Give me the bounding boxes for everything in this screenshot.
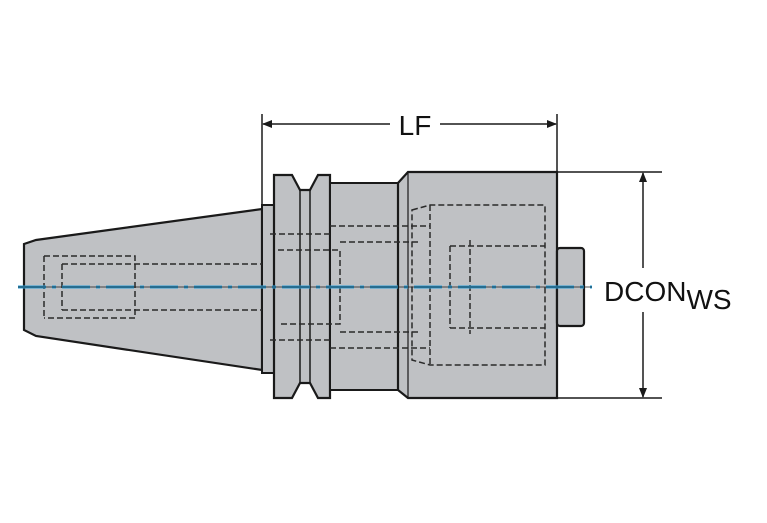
- dcon-label-main: DCON: [604, 276, 686, 307]
- taper-shank: [22, 207, 264, 372]
- dcon-label-sub: WS: [686, 284, 731, 315]
- dcon-label: DCONWS: [604, 276, 732, 315]
- flange-back: [261, 204, 275, 374]
- main-body: [396, 170, 559, 400]
- lf-label: LF: [399, 110, 432, 141]
